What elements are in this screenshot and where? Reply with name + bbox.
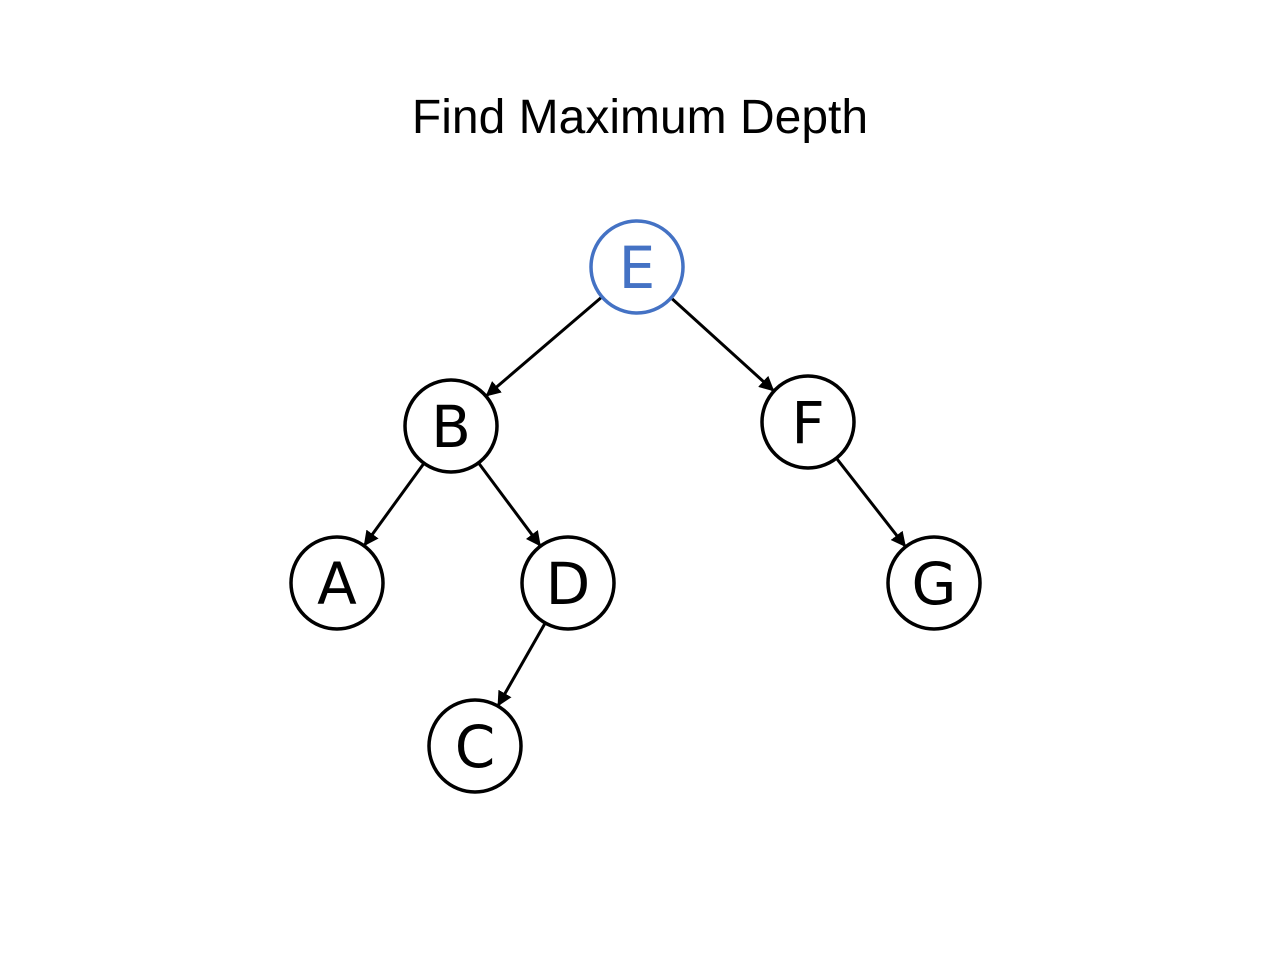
node-circle-E xyxy=(589,219,685,315)
tree-node-C: C xyxy=(427,698,523,794)
node-circle-G xyxy=(886,535,982,631)
node-label-F: F xyxy=(791,389,824,457)
tree-node-D: D xyxy=(520,535,616,631)
edges-layer xyxy=(363,295,907,707)
tree-node-G: G xyxy=(886,535,982,631)
tree-node-B: B xyxy=(403,378,499,474)
edge-B-A xyxy=(363,462,426,547)
tree-node-A: A xyxy=(289,535,385,631)
edge-E-B xyxy=(485,295,603,397)
node-label-E: E xyxy=(619,234,656,302)
node-label-D: D xyxy=(546,550,591,618)
node-circle-B xyxy=(403,378,499,474)
nodes-layer: E B F A D G C xyxy=(289,219,982,794)
diagram-title: Find Maximum Depth xyxy=(411,91,869,144)
node-label-G: G xyxy=(912,550,957,618)
node-label-B: B xyxy=(431,393,471,461)
node-circle-A xyxy=(289,535,385,631)
edge-B-D xyxy=(477,462,542,547)
edge-F-G xyxy=(835,457,907,548)
tree-node-F: F xyxy=(760,374,856,470)
node-circle-D xyxy=(520,535,616,631)
edge-E-F xyxy=(670,296,775,392)
tree-node-E: E xyxy=(589,219,685,315)
node-label-C: C xyxy=(455,713,496,781)
node-circle-F xyxy=(760,374,856,470)
node-label-A: A xyxy=(317,550,357,618)
edge-D-C xyxy=(496,622,547,707)
node-circle-C xyxy=(427,698,523,794)
